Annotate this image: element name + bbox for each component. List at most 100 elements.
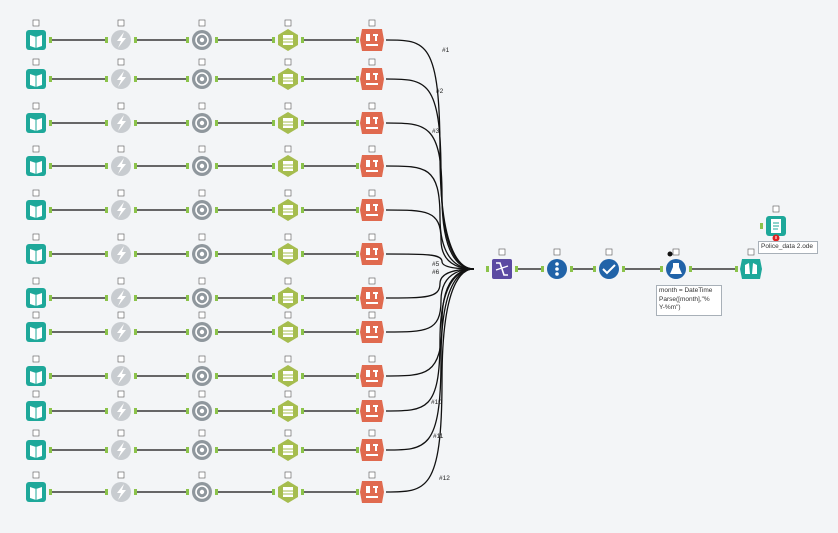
text-to-columns-icon[interactable] xyxy=(356,355,384,387)
input-anchor[interactable] xyxy=(272,207,275,213)
input-anchor[interactable] xyxy=(356,489,359,495)
select-icon[interactable] xyxy=(105,390,137,421)
output-anchor[interactable] xyxy=(215,207,218,213)
input-anchor[interactable] xyxy=(186,295,189,301)
union-icon[interactable] xyxy=(486,248,518,279)
text-to-columns-icon[interactable] xyxy=(356,390,384,422)
output-anchor[interactable] xyxy=(134,489,137,495)
input-anchor[interactable] xyxy=(272,76,275,82)
output-anchor[interactable] xyxy=(301,76,304,82)
text-to-columns-icon[interactable] xyxy=(356,471,384,503)
input-anchor[interactable] xyxy=(356,76,359,82)
output-anchor[interactable] xyxy=(134,251,137,257)
sample-icon[interactable] xyxy=(186,355,218,386)
output-anchor[interactable] xyxy=(49,76,52,82)
text-to-columns-icon[interactable] xyxy=(356,277,384,309)
output-anchor[interactable] xyxy=(215,329,218,335)
output-anchor[interactable] xyxy=(301,408,304,414)
input-anchor[interactable] xyxy=(356,37,359,43)
sample-icon[interactable] xyxy=(186,471,218,502)
input-anchor[interactable] xyxy=(356,251,359,257)
output-anchor[interactable] xyxy=(134,120,137,126)
input-anchor[interactable] xyxy=(272,329,275,335)
input-anchor[interactable] xyxy=(186,163,189,169)
input-anchor[interactable] xyxy=(105,295,108,301)
input-data-icon[interactable] xyxy=(26,311,52,342)
output-anchor[interactable] xyxy=(134,447,137,453)
input-anchor[interactable] xyxy=(735,266,738,272)
input-data-icon[interactable] xyxy=(26,189,52,220)
input-anchor[interactable] xyxy=(105,120,108,126)
input-anchor[interactable] xyxy=(356,447,359,453)
input-anchor[interactable] xyxy=(105,37,108,43)
input-data-icon[interactable] xyxy=(26,355,52,386)
input-anchor[interactable] xyxy=(356,408,359,414)
output-anchor[interactable] xyxy=(301,329,304,335)
output-anchor[interactable] xyxy=(301,120,304,126)
output-anchor[interactable] xyxy=(215,163,218,169)
output-anchor[interactable] xyxy=(134,295,137,301)
input-anchor[interactable] xyxy=(105,489,108,495)
output-anchor[interactable] xyxy=(301,251,304,257)
input-anchor[interactable] xyxy=(272,120,275,126)
output-anchor[interactable] xyxy=(134,329,137,335)
output-anchor[interactable] xyxy=(215,251,218,257)
input-anchor[interactable] xyxy=(186,207,189,213)
input-anchor[interactable] xyxy=(186,120,189,126)
sample-icon[interactable] xyxy=(186,145,218,176)
summarize-icon[interactable] xyxy=(541,248,573,279)
select-icon[interactable] xyxy=(105,311,137,342)
input-anchor[interactable] xyxy=(186,489,189,495)
input-anchor[interactable] xyxy=(186,251,189,257)
filter-icon[interactable] xyxy=(272,233,304,265)
output-anchor[interactable] xyxy=(134,207,137,213)
filter-icon[interactable] xyxy=(272,390,304,422)
input-anchor[interactable] xyxy=(660,266,663,272)
input-anchor[interactable] xyxy=(356,207,359,213)
sample-icon[interactable] xyxy=(186,19,218,50)
text-to-columns-icon[interactable] xyxy=(356,429,384,461)
input-anchor[interactable] xyxy=(186,76,189,82)
input-anchor[interactable] xyxy=(186,408,189,414)
filter-icon[interactable] xyxy=(272,145,304,177)
filter-icon[interactable] xyxy=(272,19,304,51)
input-anchor[interactable] xyxy=(593,266,596,272)
input-anchor[interactable] xyxy=(105,447,108,453)
output-anchor[interactable] xyxy=(622,266,625,272)
input-data-icon[interactable] xyxy=(26,102,52,133)
output-anchor[interactable] xyxy=(301,373,304,379)
input-anchor[interactable] xyxy=(186,37,189,43)
output-anchor[interactable] xyxy=(570,266,573,272)
output-anchor[interactable] xyxy=(301,447,304,453)
input-data-icon[interactable] xyxy=(26,390,52,421)
text-to-columns-icon[interactable] xyxy=(356,58,384,90)
select-icon[interactable] xyxy=(105,233,137,264)
input-data-icon[interactable] xyxy=(26,277,52,308)
select-icon[interactable] xyxy=(105,19,137,50)
output-anchor[interactable] xyxy=(215,76,218,82)
output-anchor[interactable] xyxy=(215,37,218,43)
sample-icon[interactable] xyxy=(186,390,218,421)
output-anchor[interactable] xyxy=(301,37,304,43)
input-anchor[interactable] xyxy=(105,163,108,169)
input-data-icon[interactable] xyxy=(26,429,52,460)
input-anchor[interactable] xyxy=(541,266,544,272)
sample-icon[interactable] xyxy=(186,58,218,89)
text-to-columns-icon[interactable] xyxy=(356,311,384,343)
input-anchor[interactable] xyxy=(356,163,359,169)
input-anchor[interactable] xyxy=(186,447,189,453)
output-anchor[interactable] xyxy=(49,207,52,213)
output-anchor[interactable] xyxy=(49,120,52,126)
input-anchor[interactable] xyxy=(105,329,108,335)
input-anchor[interactable] xyxy=(272,251,275,257)
data-cleansing-icon[interactable] xyxy=(593,248,625,279)
output-anchor[interactable] xyxy=(49,251,52,257)
text-to-columns-icon[interactable] xyxy=(356,189,384,221)
sample-icon[interactable] xyxy=(186,311,218,342)
output-anchor[interactable] xyxy=(215,408,218,414)
input-anchor[interactable] xyxy=(356,120,359,126)
output-anchor[interactable] xyxy=(215,447,218,453)
filter-icon[interactable] xyxy=(272,277,304,309)
input-anchor[interactable] xyxy=(105,373,108,379)
input-anchor[interactable] xyxy=(272,447,275,453)
